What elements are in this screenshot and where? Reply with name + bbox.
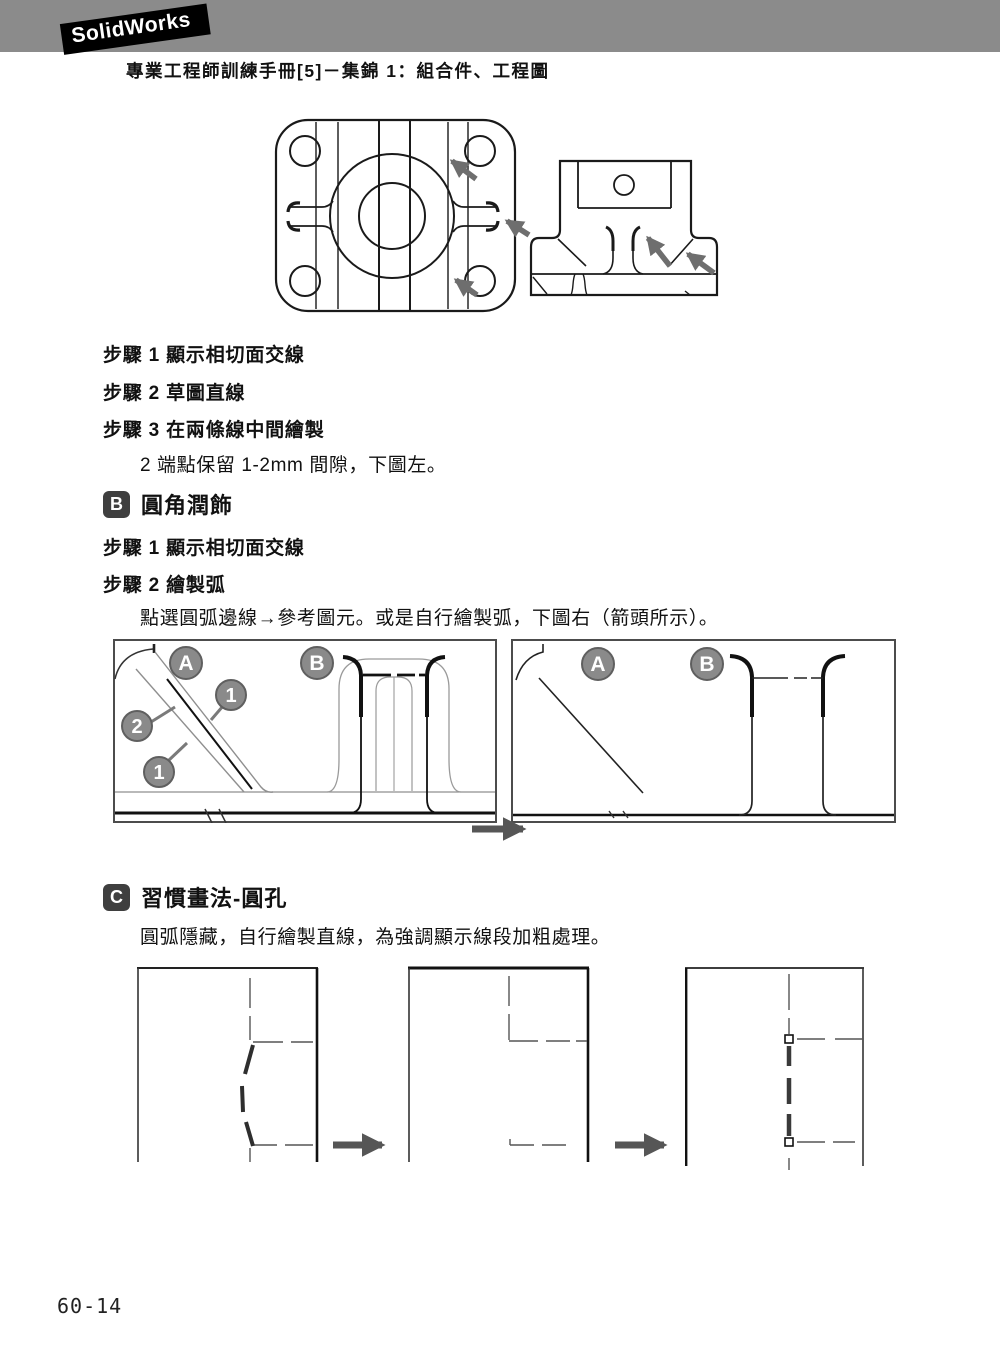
sketch-endpoint-marker-bottom — [784, 1137, 794, 1147]
section-c-badge: C — [103, 883, 130, 911]
balloon-b: B — [690, 647, 724, 681]
step-b2: 步驟 2 繪製弧 — [103, 575, 226, 596]
step-b1: 步驟 1 顯示相切面交線 — [103, 538, 305, 559]
section-b-badge: B — [103, 490, 130, 518]
step-a1: 步驟 1 顯示相切面交線 — [103, 345, 305, 366]
svg-text:1: 1 — [153, 762, 164, 784]
balloon-1-upper: 1 — [209, 679, 247, 721]
svg-text:1: 1 — [225, 685, 236, 707]
balloon-a: A — [169, 646, 203, 680]
balloon-2: 2 — [121, 705, 176, 742]
figure-c-box-3 — [685, 967, 864, 1170]
page-number: 60-14 — [57, 1294, 123, 1318]
bracket-front-view — [529, 159, 719, 297]
note-b: 點選圓弧邊線→參考圖元。或是自行繪製弧，下圖右（箭頭所示）。 — [140, 608, 719, 629]
section-b-title: 圓角潤飾 — [141, 493, 234, 518]
step-a2: 步驟 2 草圖直線 — [103, 383, 246, 404]
figure-b-arrow — [472, 817, 527, 841]
plate-top-view — [274, 118, 517, 313]
note-a: 2 端點保留 1-2mm 間隙，下圖左。 — [140, 455, 447, 476]
section-c-title: 習慣畫法-圓孔 — [141, 886, 288, 911]
svg-text:2: 2 — [131, 716, 142, 738]
balloon-a: A — [581, 647, 615, 681]
note-c: 圓弧隱藏，自行繪製直線，為強調顯示線段加粗處理。 — [140, 927, 611, 948]
section-b-heading: B 圓角潤飾 — [103, 488, 233, 520]
figure-b-left-box: A B 1 2 1 — [113, 639, 497, 823]
top-technical-drawing — [274, 118, 719, 313]
figure-b-right-box: A B — [511, 639, 896, 823]
svg-text:B: B — [309, 652, 324, 675]
sketch-endpoint-marker-top — [784, 1034, 794, 1044]
figure-c-arrow-2 — [615, 1133, 668, 1157]
svg-text:B: B — [699, 653, 714, 676]
callout-arrows — [449, 158, 716, 298]
figure-c-arrow-1 — [333, 1133, 386, 1157]
section-c-heading: C 習慣畫法-圓孔 — [103, 881, 287, 913]
svg-text:A: A — [590, 653, 605, 676]
balloon-1-lower: 1 — [143, 741, 189, 788]
page-title: 專業工程師訓練手冊[5]－集錦 1：組合件、工程圖 — [126, 61, 550, 81]
step-a3: 步驟 3 在兩條線中間繪製 — [103, 420, 325, 441]
balloon-b: B — [300, 646, 334, 680]
svg-text:A: A — [178, 652, 193, 675]
figure-c-box-1 — [137, 967, 319, 1162]
figure-c-box-2 — [408, 966, 590, 1162]
